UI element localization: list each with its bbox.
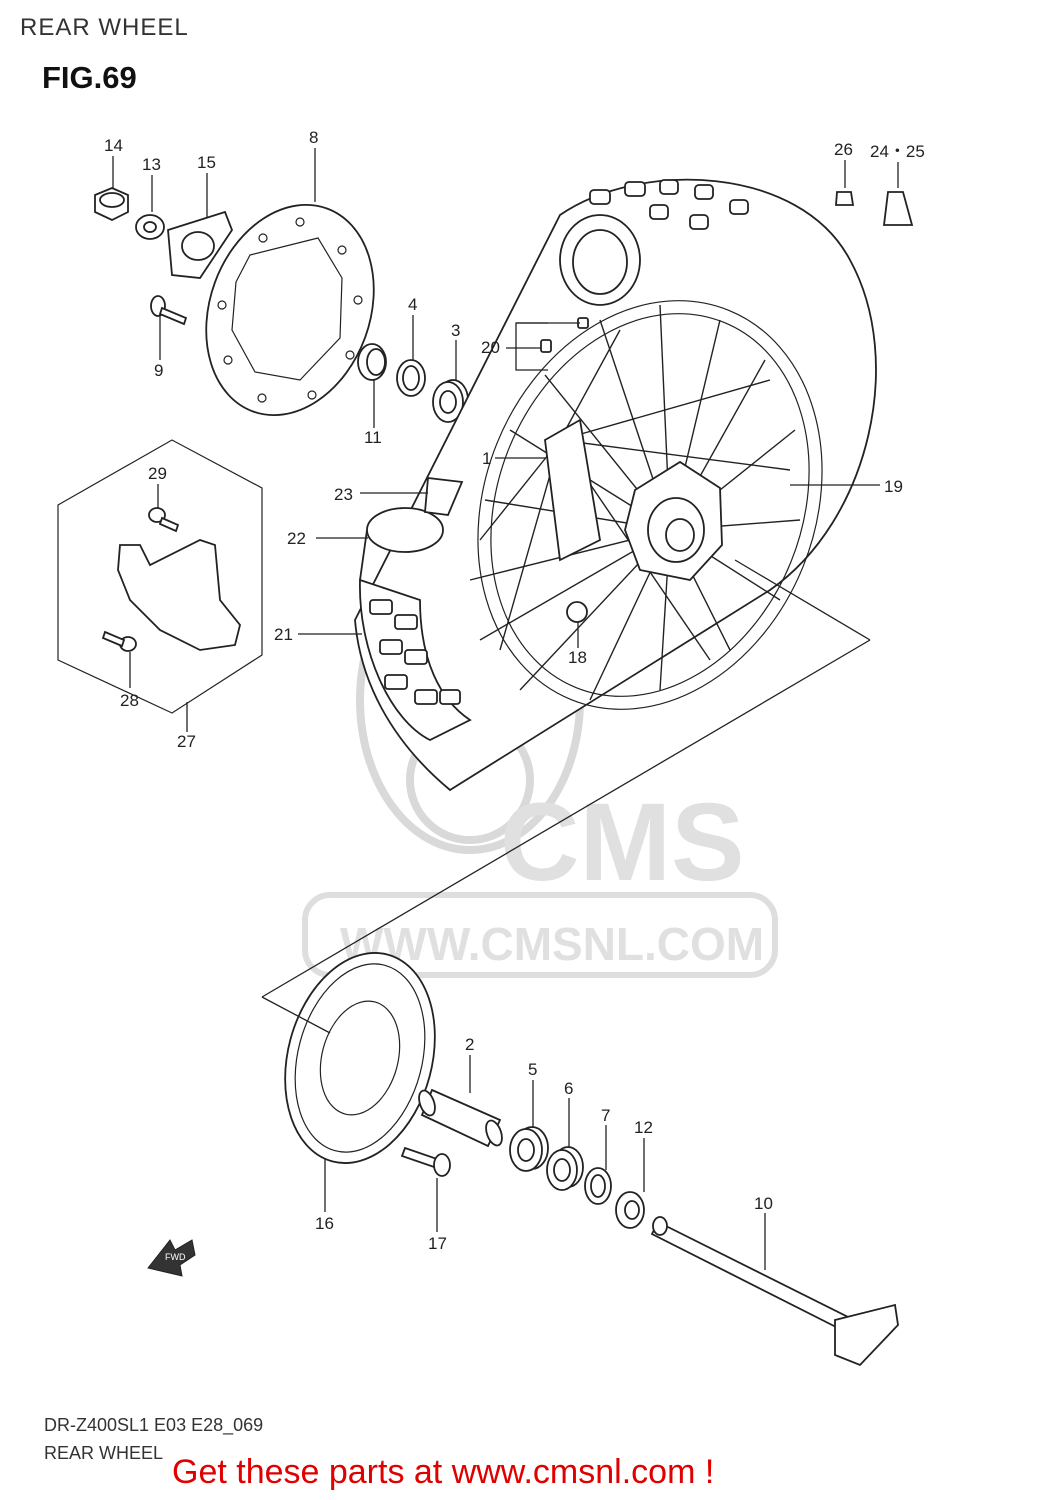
callout-22: 22 — [287, 529, 306, 548]
callout-7: 7 — [601, 1106, 610, 1125]
page-header: REAR WHEEL — [20, 14, 189, 41]
callout-18: 18 — [568, 648, 587, 667]
part-9-bolt — [150, 295, 188, 326]
part-24-25-valve — [882, 191, 914, 226]
footer-title: REAR WHEEL — [44, 1443, 164, 1463]
part-6-bearing — [546, 1146, 584, 1191]
part-12-collar — [615, 1191, 645, 1229]
callout-24-25: 24・25 — [870, 142, 925, 161]
callout-16: 16 — [315, 1214, 334, 1233]
callout-27: 27 — [177, 732, 196, 751]
part-10-axle — [650, 1216, 899, 1367]
callout-2: 2 — [465, 1035, 474, 1054]
callout-29: 29 — [148, 464, 167, 483]
callout-9: 9 — [154, 361, 163, 380]
fwd-label: FWD — [165, 1252, 186, 1262]
callout-15: 15 — [197, 153, 216, 172]
watermark-brand: CMS — [500, 781, 744, 904]
part-5-bearing — [509, 1126, 549, 1172]
part-14-nut — [94, 187, 129, 222]
callout-3: 3 — [451, 321, 460, 340]
part-21-tire-tread — [359, 578, 472, 742]
part-16-sprocket — [284, 952, 436, 1164]
callout-8: 8 — [309, 128, 318, 147]
footer-model-code: DR-Z400SL1 E03 E28_069 — [44, 1415, 264, 1435]
watermark: CMS WWW.CMSNL.COM — [302, 546, 778, 978]
callout-23: 23 — [334, 485, 353, 504]
part-8-brake-disc — [205, 203, 375, 417]
cta-link[interactable]: Get these parts at www.cmsnl.com ! — [172, 1453, 715, 1491]
watermark-url: WWW.CMSNL.COM — [340, 918, 764, 970]
callout-21: 21 — [274, 625, 293, 644]
fwd-arrow-icon: FWD — [147, 1239, 196, 1277]
callout-17: 17 — [428, 1234, 447, 1253]
callout-4: 4 — [408, 295, 417, 314]
part-26-cap — [835, 191, 855, 206]
callout-1: 1 — [482, 449, 491, 468]
callout-11: 11 — [364, 428, 382, 447]
callout-28: 28 — [120, 691, 139, 710]
leader-lines — [112, 148, 899, 1270]
part-11-spacer — [357, 343, 387, 381]
callout-20: 20 — [481, 338, 500, 357]
wheel-hub — [544, 418, 723, 581]
callout-12: 12 — [634, 1118, 653, 1137]
callout-26: 26 — [834, 140, 853, 159]
callout-13: 13 — [142, 155, 161, 174]
part-17-bolt — [400, 1146, 451, 1177]
part-29-bolt — [148, 507, 180, 533]
callout-14: 14 — [104, 136, 123, 155]
callout-10: 10 — [754, 1194, 773, 1213]
part-28-bolt — [101, 630, 137, 652]
callout-5: 5 — [528, 1060, 537, 1079]
part-4-seal — [396, 359, 426, 397]
part-20-spoke-nipple — [540, 317, 589, 353]
callout-labels: 14 13 15 8 9 4 3 11 20 1 26 24・25 19 23 … — [104, 128, 925, 1253]
part-15-plate — [167, 210, 234, 279]
part-13-washer — [135, 214, 165, 240]
part-7-seal — [584, 1167, 612, 1205]
part-18-rim-lock — [566, 601, 588, 623]
callout-19: 19 — [884, 477, 903, 496]
figure-number: FIG.69 — [42, 60, 137, 95]
callout-6: 6 — [564, 1079, 573, 1098]
part-1-wheel-rim — [477, 300, 823, 710]
part-27-guard-group — [57, 439, 263, 714]
part-2-spacer — [418, 1088, 503, 1148]
part-23-rim-band — [424, 476, 464, 516]
